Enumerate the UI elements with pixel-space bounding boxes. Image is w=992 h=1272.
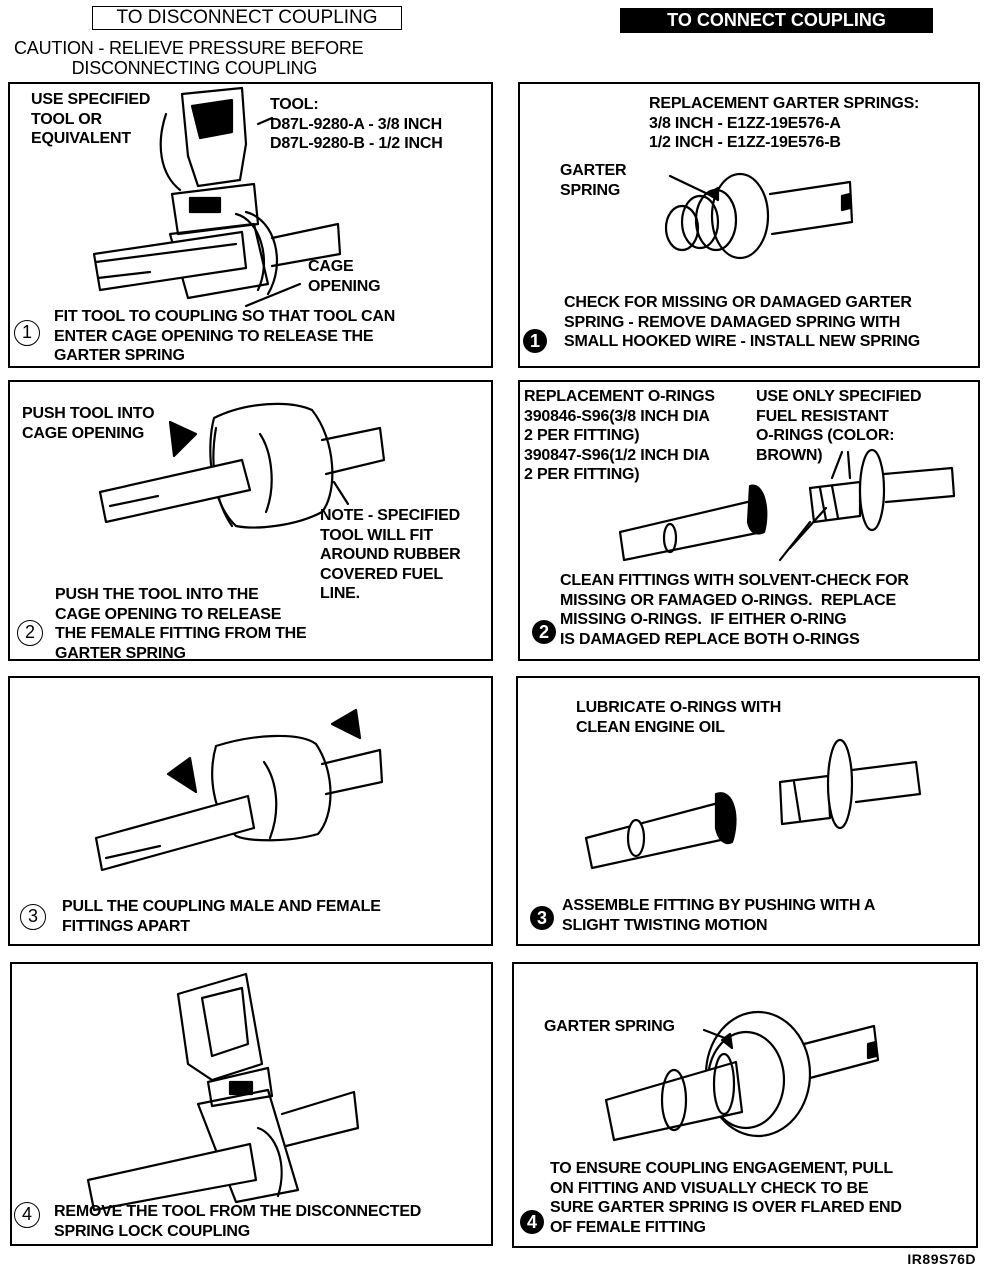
push-tool-into-cage-illustration [98, 402, 386, 529]
disconnect-step-3-caption: PULL THE COUPLING MALE AND FEMALE FITTIN… [62, 898, 381, 935]
disconnect-step-1-caption: FIT TOOL TO COUPLING SO THAT TOOL CAN EN… [54, 308, 396, 364]
remove-tool-illustration [86, 972, 360, 1212]
disconnect-step-3-panel: 3 PULL THE COUPLING MALE AND FEMALE FITT… [8, 676, 493, 946]
lubricate-o-rings-label: LUBRICATE O-RINGS WITH CLEAN ENGINE OIL [576, 699, 782, 736]
step-number-3-filled-icon: 3 [530, 906, 554, 930]
disconnect-step-2-panel: PUSH TOOL INTO CAGE OPENING NOTE - SPECI… [8, 380, 493, 662]
lubricated-fittings-illustration [584, 738, 922, 870]
step-number-4-filled-icon: 4 [520, 1210, 544, 1234]
tool-fitted-to-coupling-illustration [92, 86, 342, 308]
disconnect-step-4-caption: REMOVE THE TOOL FROM THE DISCONNECTED SP… [54, 1203, 422, 1240]
step-number-2-filled-icon: 2 [532, 620, 556, 644]
disconnect-step-1-panel: USE SPECIFIED TOOL OR EQUIVALENT TOOL: D… [8, 82, 493, 368]
specified-tool-note-label: NOTE - SPECIFIED TOOL WILL FIT AROUND RU… [320, 507, 461, 602]
engaged-coupling-illustration [604, 1010, 880, 1142]
garter-spring-label: GARTER SPRING [560, 162, 627, 199]
disconnect-step-4-panel: 4 REMOVE THE TOOL FROM THE DISCONNECTED … [10, 962, 493, 1246]
garter-spring-fitting-illustration [664, 172, 854, 260]
connect-section-header: TO CONNECT COUPLING [620, 8, 933, 33]
connect-step-4-panel: GARTER SPRING 4 TO ENSURE COUPLING ENGAG… [512, 962, 978, 1248]
connect-step-1-caption: CHECK FOR MISSING OR DAMAGED GARTER SPRI… [564, 294, 920, 350]
step-number-1-icon: 1 [14, 320, 40, 346]
caution-note: CAUTION - RELIEVE PRESSURE BEFORE DISCON… [14, 38, 364, 78]
use-only-specified-o-rings-label: USE ONLY SPECIFIED FUEL RESISTANT O-RING… [756, 388, 922, 464]
connect-step-2-caption: CLEAN FITTINGS WITH SOLVENT-CHECK FOR MI… [560, 572, 909, 648]
garter-spring-label: GARTER SPRING [544, 1018, 675, 1035]
cage-opening-label: CAGE OPENING [308, 258, 381, 295]
o-ring-fittings-illustration [618, 448, 956, 562]
step-number-2-icon: 2 [17, 620, 43, 646]
connect-step-3-panel: LUBRICATE O-RINGS WITH CLEAN ENGINE OIL … [516, 676, 980, 946]
step-number-1-filled-icon: 1 [523, 329, 547, 353]
connect-step-2-panel: REPLACEMENT O-RINGS 390846-S96(3/8 INCH … [518, 380, 980, 661]
step-number-3-icon: 3 [20, 904, 46, 930]
pull-fittings-apart-illustration [94, 708, 384, 872]
connect-step-4-caption: TO ENSURE COUPLING ENGAGEMENT, PULL ON F… [550, 1160, 902, 1236]
replacement-garter-springs-label: REPLACEMENT GARTER SPRINGS: 3/8 INCH - E… [649, 95, 920, 151]
step-number-4-icon: 4 [14, 1202, 40, 1228]
replacement-o-rings-label: REPLACEMENT O-RINGS 390846-S96(3/8 INCH … [524, 388, 715, 483]
connect-step-1-panel: REPLACEMENT GARTER SPRINGS: 3/8 INCH - E… [518, 82, 980, 368]
push-tool-into-cage-label: PUSH TOOL INTO CAGE OPENING [22, 405, 155, 442]
disconnect-section-header: TO DISCONNECT COUPLING [92, 6, 402, 30]
disconnect-step-2-caption: PUSH THE TOOL INTO THE CAGE OPENING TO R… [55, 586, 307, 662]
use-specified-tool-label: USE SPECIFIED TOOL OR EQUIVALENT [31, 91, 151, 147]
connect-step-3-caption: ASSEMBLE FITTING BY PUSHING WITH A SLIGH… [562, 897, 876, 934]
figure-id: IR89S76D [907, 1251, 976, 1267]
tool-part-numbers-label: TOOL: D87L-9280-A - 3/8 INCH D87L-9280-B… [270, 96, 443, 152]
